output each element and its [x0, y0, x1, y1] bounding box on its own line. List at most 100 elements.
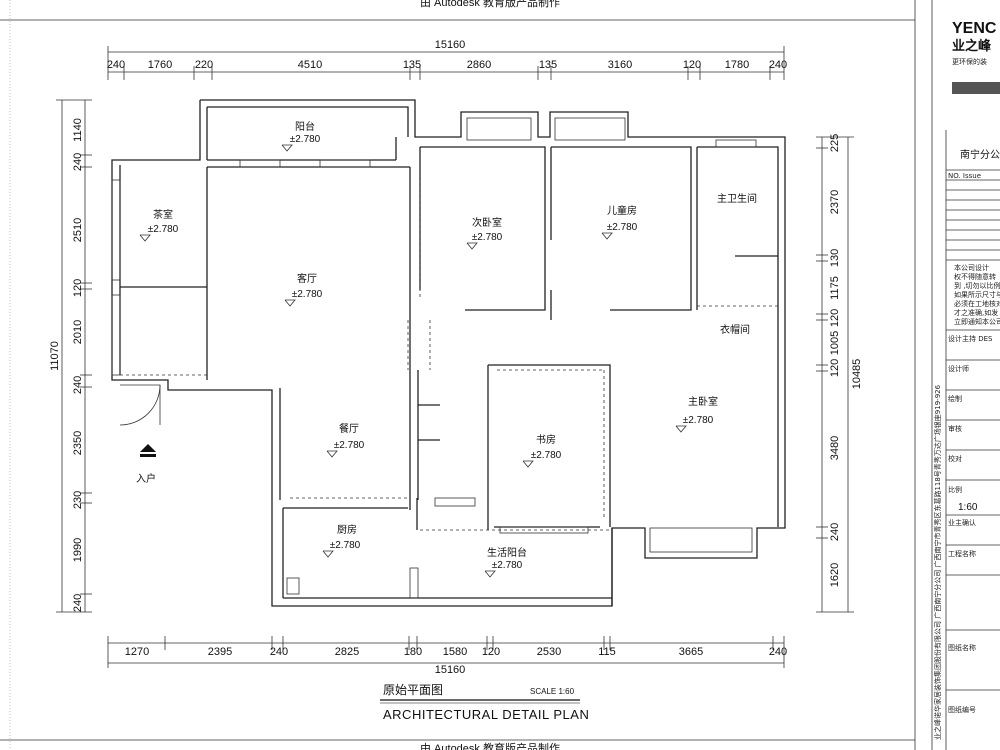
header-top-text: 由 Autodesk 教育版产品制作: [420, 0, 560, 9]
top-dim-3: 220: [195, 59, 213, 71]
room-kitchen-label: 厨房: [337, 523, 357, 536]
field-designer-lead: 设计主持 DES: [948, 334, 993, 343]
field-drawing-number: 图纸编号: [948, 705, 976, 714]
right-dim-7: 120: [829, 359, 841, 377]
right-dim-2: 2370: [829, 190, 841, 214]
top-dim-4: 4510: [298, 59, 322, 71]
room-second-bed-label: 次卧室: [472, 216, 502, 229]
bottom-dimensions: 1270 2395 240 2825 180 1580 120 2530 115…: [107, 636, 787, 676]
room-second-bed-elev: ±2.780: [472, 232, 503, 243]
bottom-total-dim: 15160: [435, 664, 466, 676]
room-living-elev: ±2.780: [292, 289, 323, 300]
right-dimensions: 225 2370 130 1175 120 1005 120 3480 240 …: [816, 134, 863, 613]
field-drawing-name: 图纸名称: [948, 643, 976, 652]
room-dining-label: 餐厅: [339, 422, 359, 435]
left-dim-2: 240: [72, 153, 84, 171]
company-slogan: 更环保的装: [952, 57, 987, 66]
bottom-dim-7: 120: [482, 646, 500, 658]
right-dim-4: 1175: [829, 276, 841, 300]
room-study-label: 书房: [536, 433, 556, 446]
right-dim-8: 3480: [829, 436, 841, 460]
room-living-label: 客厅: [297, 272, 317, 285]
room-dining-elev: ±2.780: [334, 440, 365, 451]
room-tea-label: 茶室: [153, 208, 173, 221]
top-dim-11: 240: [769, 59, 787, 71]
bottom-dim-4: 2825: [335, 646, 359, 658]
room-kids-elev: ±2.780: [607, 222, 638, 233]
left-dim-8: 230: [72, 491, 84, 509]
walls: [111, 99, 786, 607]
bottom-dim-11: 240: [769, 646, 787, 658]
room-master-bed-elev: ±2.780: [683, 415, 714, 426]
top-dim-2: 1760: [148, 59, 172, 71]
room-labels: 阳台 ±2.780 茶室 ±2.780 客厅 ±2.780 次卧室 ±2.780…: [139, 120, 757, 578]
top-dim-8: 3160: [608, 59, 632, 71]
right-total-dim: 10485: [851, 359, 863, 390]
bottom-dim-10: 3665: [679, 646, 703, 658]
room-master-bath-label: 主卫生间: [717, 192, 757, 205]
branch-name: 南宁分公: [960, 148, 1000, 161]
note-line-5: 必须在工地核对: [954, 299, 1000, 308]
note-line-3: 到 ,切勿以比例量: [954, 281, 1000, 290]
bottom-dim-5: 180: [404, 646, 422, 658]
header-bottom-text: 由 Autodesk 教育版产品制作: [420, 741, 560, 750]
right-dim-10: 1620: [829, 563, 841, 587]
room-kids-label: 儿童房: [607, 204, 637, 217]
note-line-4: 如果所示尺寸与: [954, 290, 1000, 299]
room-kitchen-elev: ±2.780: [330, 540, 361, 551]
room-closet-label: 衣帽间: [720, 323, 750, 336]
room-utility-balcony-elev: ±2.780: [492, 560, 523, 571]
bottom-dim-9: 115: [598, 646, 616, 658]
right-dim-3: 130: [829, 249, 841, 267]
company-logo: YENC: [952, 20, 997, 37]
top-dimensions: 15160 240 1760 220 4510 135 2860 135 316…: [107, 39, 787, 80]
entry-label: 入户: [136, 472, 156, 485]
top-dim-1: 240: [107, 59, 125, 71]
field-scale-value: 1:60: [958, 502, 978, 513]
left-dim-3: 2510: [72, 218, 84, 242]
title-block: YENC 业之峰 更环保的装 南宁分公 业之峰诺华家居装饰集团股份有限公司 广西…: [931, 0, 1000, 750]
field-review: 审核: [948, 424, 962, 433]
left-dim-7: 2350: [72, 431, 84, 455]
bottom-dim-3: 240: [270, 646, 288, 658]
left-dim-10: 240: [72, 594, 84, 612]
top-dim-5: 135: [403, 59, 421, 71]
drawing-title-cn: 原始平面图: [383, 683, 443, 697]
left-dim-6: 240: [72, 376, 84, 394]
right-dim-9: 240: [829, 523, 841, 541]
bottom-dim-1: 1270: [125, 646, 149, 658]
field-check: 校对: [948, 454, 962, 463]
issue-header: NO. Issue: [948, 172, 981, 180]
room-study-elev: ±2.780: [531, 450, 562, 461]
left-dim-5: 2010: [72, 320, 84, 344]
company-logo-cn: 业之峰: [952, 38, 992, 54]
left-dimensions: 11070 1140 240 2510 120 2010 240 2350 23…: [49, 99, 92, 613]
room-utility-balcony-label: 生活阳台: [487, 546, 527, 559]
company-vertical-text: 业之峰诺华家居装饰集团股份有限公司 广西南宁分公司 广西南宁市青秀区东葛路118…: [933, 384, 942, 740]
field-project-name: 工程名称: [948, 549, 976, 558]
drawing-title-en: ARCHITECTURAL DETAIL PLAN: [383, 707, 589, 722]
entry-arrow-icon: [140, 444, 156, 452]
note-line-1: 本公司设计: [954, 263, 989, 272]
field-drawn: 绘制: [948, 394, 962, 403]
top-dim-6: 2860: [467, 59, 491, 71]
right-dim-6: 1005: [829, 331, 841, 355]
note-line-7: 立即通知本公司: [954, 317, 1000, 326]
bottom-dim-6: 1580: [443, 646, 467, 658]
left-dim-1: 1140: [72, 118, 84, 142]
left-dim-4: 120: [72, 279, 84, 297]
room-balcony-label: 阳台: [295, 120, 315, 133]
right-dim-1: 225: [829, 134, 841, 152]
bottom-dim-8: 2530: [537, 646, 561, 658]
drawing-title: 原始平面图 SCALE 1:60 ARCHITECTURAL DETAIL PL…: [380, 683, 589, 722]
left-total-dim: 11070: [49, 341, 61, 371]
bottom-dim-2: 2395: [208, 646, 232, 658]
note-line-2: 权不得随意转: [954, 272, 996, 281]
field-owner-confirm: 业主确认: [948, 518, 976, 527]
field-designer: 设计师: [948, 364, 969, 373]
top-dim-9: 120: [683, 59, 701, 71]
right-dim-5: 120: [829, 309, 841, 327]
note-line-6: 才之准确,如发: [954, 308, 998, 317]
drawing-scale: SCALE 1:60: [530, 687, 575, 696]
